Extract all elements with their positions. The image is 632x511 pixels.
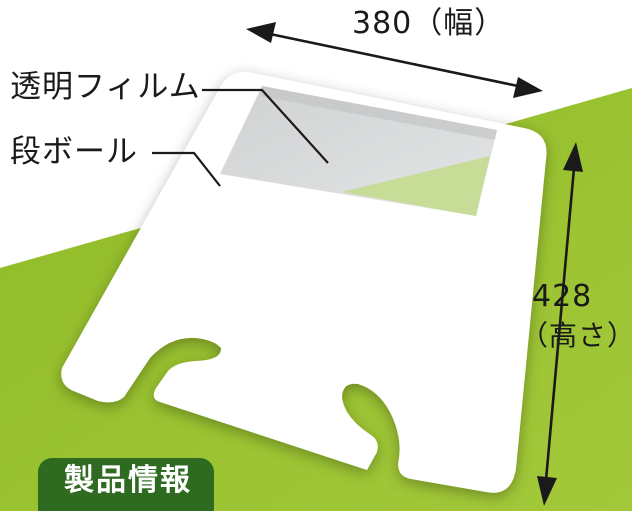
cardboard-label: 段ボール <box>10 134 138 170</box>
cardboard-leader-line <box>152 151 221 187</box>
film-label: 透明フィルム <box>10 69 201 105</box>
width-dimension-arrow <box>246 22 543 98</box>
film-green-reflection <box>342 156 490 216</box>
product-info-badge: 製品情報 <box>38 458 214 511</box>
film-leader-line <box>202 88 329 164</box>
height-unit-label: （高さ） <box>520 319 632 352</box>
film-inner-shade <box>260 86 497 140</box>
product-info-badge-text: 製品情報 <box>64 463 192 498</box>
height-value-label: 428 <box>532 279 593 314</box>
width-label: 380（幅） <box>352 6 506 41</box>
height-dimension-arrow <box>537 142 583 506</box>
